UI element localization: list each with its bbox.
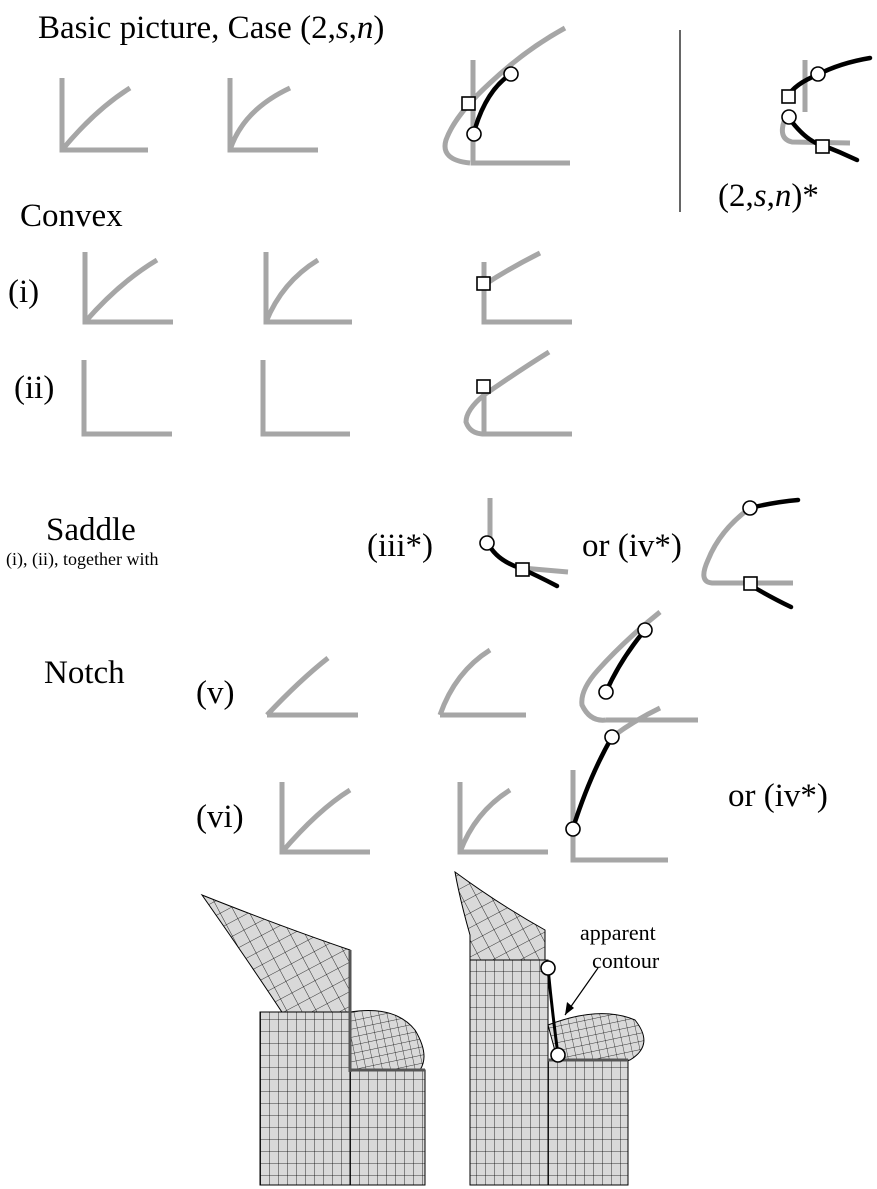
- convex-ii-figure-3: [463, 349, 572, 437]
- basic-figure-1: [59, 78, 148, 153]
- title-suffix: ): [373, 10, 385, 46]
- saddle-iii-label: (iii*): [367, 528, 433, 564]
- saddle-heading: Saddle: [46, 512, 136, 548]
- cusp-square: [515, 562, 530, 577]
- fold-point-circle: [565, 821, 581, 837]
- star-case-label: (2,s,n)*: [718, 180, 819, 213]
- convex-ii-figure-1: [81, 360, 172, 437]
- cusp-square: [815, 139, 830, 154]
- saddle-note: (i), (ii), together with: [6, 549, 159, 569]
- star-prefix: (2,: [718, 178, 754, 214]
- notch-vi-label: (vi): [196, 799, 244, 835]
- arrowhead-icon: [565, 1002, 574, 1015]
- saddle-iii-figure: [479, 498, 569, 589]
- fold-point-circle: [637, 622, 653, 638]
- title-n: n: [356, 10, 374, 46]
- basic-figure-3: [442, 25, 570, 166]
- notch-v-figure-1: [265, 656, 358, 718]
- cusp-square: [461, 96, 476, 111]
- convex-i-figure-1: [82, 252, 173, 325]
- star-n: n: [774, 178, 792, 214]
- cusp-square: [476, 276, 491, 291]
- fold-point-circle: [742, 500, 758, 516]
- cusp-square: [781, 89, 796, 104]
- convex-i-label: (i): [8, 274, 40, 310]
- basic-figure-2: [227, 78, 318, 153]
- star-suffix: )*: [791, 178, 819, 214]
- surface-render-left: [200, 893, 426, 1186]
- apparent-contour-label-2: contour: [592, 948, 660, 973]
- title-prefix: Basic picture, Case (2,: [38, 10, 336, 46]
- saddle-iv-figure: [701, 497, 801, 610]
- fold-point-circle: [550, 1047, 566, 1063]
- convex-ii-figure-2: [260, 360, 350, 437]
- fold-point-circle: [503, 66, 519, 82]
- notch-v-figure-3: [579, 610, 698, 723]
- convex-i-figure-2: [263, 252, 352, 325]
- convex-i-figure-3: [476, 250, 572, 325]
- fold-point-circle: [604, 729, 620, 745]
- convex-ii-label: (ii): [14, 370, 55, 406]
- star-s: s: [753, 178, 767, 214]
- cusp-square: [743, 576, 758, 591]
- title-comma: ,: [348, 10, 357, 46]
- notch-v-figure-2: [437, 647, 526, 718]
- star-comma: ,: [766, 178, 775, 214]
- surface-render-right: [454, 870, 645, 1186]
- notch-heading: Notch: [44, 655, 125, 691]
- convex-heading: Convex: [20, 198, 123, 234]
- notch-v-label: (v): [196, 675, 235, 711]
- cusp-square: [476, 379, 491, 394]
- page-title: Basic picture, Case (2,s,n): [38, 12, 384, 45]
- fold-point-circle: [810, 66, 826, 82]
- apparent-contour-label-1: apparent: [580, 920, 656, 945]
- notch-vi-figure-3: [565, 705, 668, 863]
- fold-point-circle: [466, 126, 482, 142]
- fold-point-circle: [781, 109, 797, 125]
- notch-or-label: or (iv*): [728, 778, 828, 814]
- fold-point-circle: [540, 960, 556, 976]
- title-s: s: [335, 10, 349, 46]
- notch-vi-figure-2: [457, 782, 548, 855]
- fold-point-circle: [598, 684, 614, 700]
- saddle-iv-label: or (iv*): [582, 528, 682, 564]
- notch-vi-figure-1: [279, 782, 370, 855]
- basic-star-figure: [779, 55, 873, 163]
- fold-point-circle: [479, 535, 495, 551]
